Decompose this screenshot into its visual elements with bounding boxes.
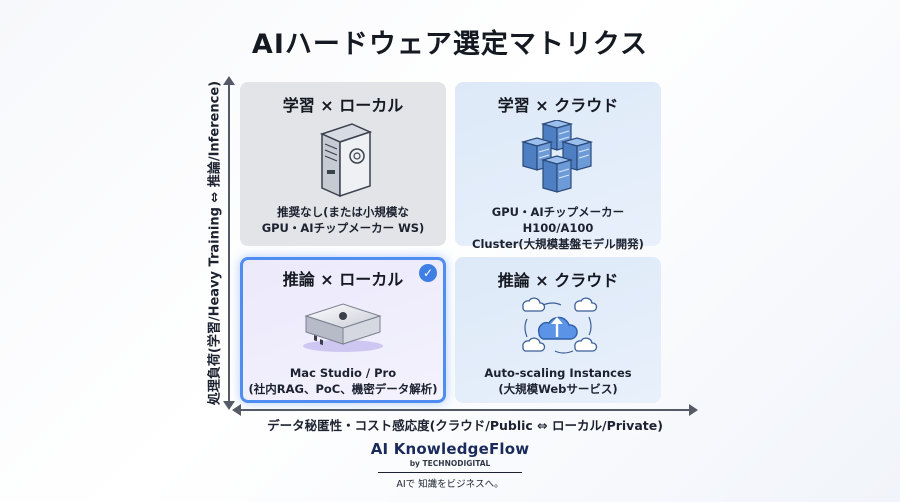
- quadrant-inference-local[interactable]: 推論 × ローカル ✓ Mac Studio / Pro (社内RAG、PoC、…: [240, 257, 446, 403]
- brand-divider: [378, 472, 522, 473]
- x-axis-label: データ秘匿性・コスト感応度(クラウド/Public ⇔ ローカル/Private…: [267, 418, 663, 433]
- x-axis-arrow: [232, 404, 698, 416]
- quadrant-title: 学習 × クラウド: [497, 96, 619, 115]
- cloud-autoscaling-icon: [522, 297, 598, 354]
- brand-logo: AI KnowledgeFlow: [370, 440, 530, 458]
- y-axis-arrow: [223, 76, 235, 410]
- quadrant-description: 推奨なし(または小規模な GPU・AIチップメーカー WS): [261, 205, 425, 235]
- y-axis-label: 処理負荷(学習/Heavy Training ⇔ 推論/Inference): [207, 80, 223, 406]
- quadrant-title: 推論 × クラウド: [497, 271, 619, 290]
- quadrant-train-cloud[interactable]: 学習 × クラウド GPU・AIチップメーカー H100/A100 Cluste…: [455, 82, 661, 251]
- brand-byline: by TECHNODIGITAL: [409, 459, 491, 468]
- quadrant-description: Mac Studio / Pro (社内RAG、PoC、機密データ解析): [248, 366, 438, 396]
- quadrant-title: 学習 × ローカル: [282, 96, 404, 115]
- quadrant-title: 推論 × ローカル: [282, 270, 404, 289]
- server-tower-icon: [319, 123, 373, 198]
- mac-studio-icon: [303, 303, 383, 352]
- quadrant-train-local[interactable]: 学習 × ローカル 推奨なし(または小規模な GPU・AIチップメーカー WS): [240, 82, 446, 246]
- brand-tagline: AIで 知識をビジネスへ。: [396, 479, 504, 490]
- page-title: AIハードウェア選定マトリクス: [251, 29, 649, 60]
- quadrant-description: GPU・AIチップメーカー H100/A100 Cluster(大規模基盤モデル…: [472, 205, 644, 251]
- quadrant-inference-cloud[interactable]: 推論 × クラウド Auto-scaling Instances (大規模Web…: [455, 257, 661, 403]
- server-cluster-icon: [520, 120, 594, 193]
- quadrant-description: Auto-scaling Instances (大規模Webサービス): [484, 366, 632, 396]
- check-icon: ✓: [419, 264, 437, 282]
